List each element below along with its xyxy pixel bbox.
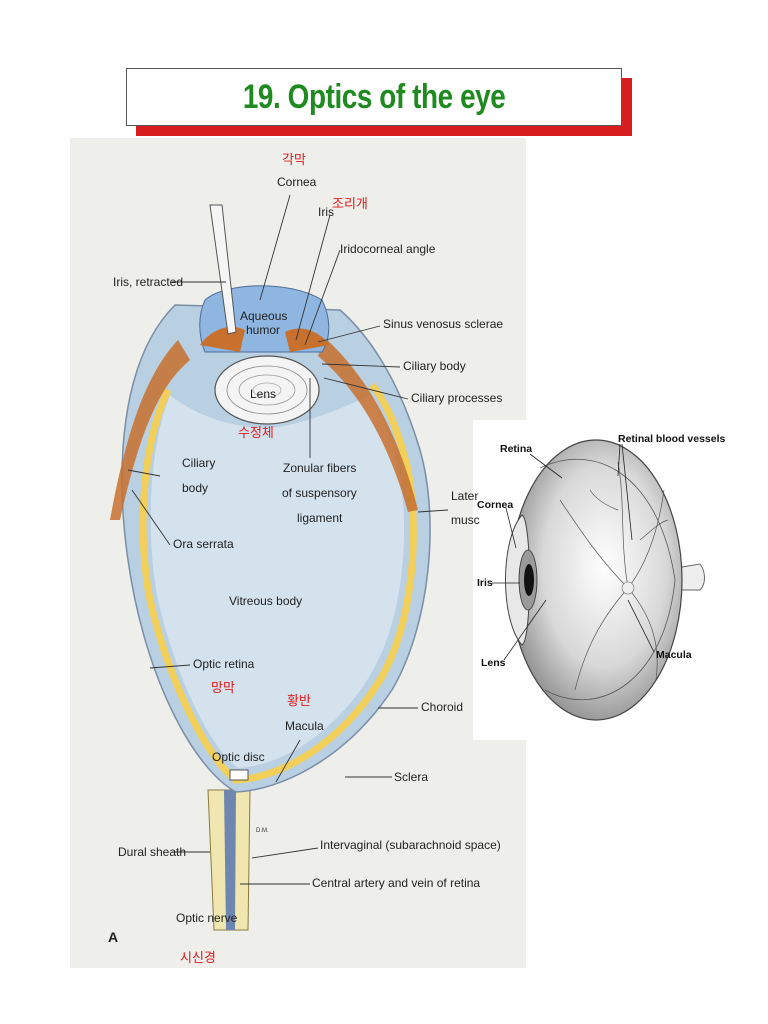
sinus-venosus-label: Sinus venosus sclerae [383,317,503,331]
central-artery-label: Central artery and vein of retina [312,876,480,890]
cornea-shape [505,514,530,646]
iris-shape [200,326,245,352]
optic-retina-label: Optic retina [193,657,255,671]
macula-korean-label: 황반 [287,693,311,708]
ciliary-processes-label: Ciliary processes [411,391,502,405]
iris-retracted-label: Iris, retracted [113,275,183,289]
iridocorneal-angle-label: Iridocorneal angle [340,242,436,256]
page-title: 19. Optics of the eye [242,77,506,116]
ciliary-body-left-label-line2: body [182,481,208,495]
aqueous-humor-label-line1: Aqueous [240,309,287,323]
zonular-fibers-label-line1: Zonular fibers [283,461,356,475]
lens-3d-label: Lens [481,657,506,669]
cornea-korean-label: 각막 [282,152,306,167]
ciliary-body-left-label-line1: Ciliary [182,456,215,470]
iris-label: Iris [318,205,334,219]
cornea-label: Cornea [277,175,317,189]
choroid-label: Choroid [421,700,463,714]
optic-nerve-korean-label: 시신경 [180,950,216,965]
zonular-fibers-label-line3: ligament [297,511,343,525]
lateral-muscle-label-line1: Later [451,489,478,503]
optic-disc-spot [621,581,635,595]
ciliary-muscle-left [110,340,190,520]
retinal-vessels [559,461,669,691]
optic-disc-label: Optic disc [212,750,265,764]
panel-letter: A [108,929,118,945]
iris-retractor-instrument [209,204,237,335]
choroid-shape [139,382,417,784]
aqueous-humor-label-line2: humor [246,323,280,337]
iris-3d-label: Iris [477,577,493,589]
cornea-3d-label: Cornea [477,499,513,511]
dural-sheath-label: Dural sheath [118,845,186,859]
lens-korean-label: 수정체 [238,425,274,440]
ora-serrata-label: Ora serrata [173,537,234,551]
retinal-blood-vessels-label: Retinal blood vessels [618,433,726,445]
vitreous-body-shape [150,395,405,768]
lateral-muscle-label-line2: musc [451,513,480,527]
retina-label: Retina [500,443,532,455]
macula-3d-label: Macula [656,649,692,661]
ciliary-muscle-right [318,338,418,512]
macula-label: Macula [285,719,324,733]
ciliary-body-right-label: Ciliary body [403,359,466,373]
pupil-3d-shape [524,564,534,596]
zonular-fibers-label-line2: of suspensory [282,486,357,500]
lens-shape [214,355,320,425]
optic-nerve-label: Optic nerve [176,911,238,925]
iris-korean-label: 조리개 [332,196,368,211]
intervaginal-label: Intervaginal (subarachnoid space) [320,838,501,852]
title-box: 19. Optics of the eye [126,68,622,126]
sclera-label: Sclera [394,770,428,784]
optic-nerve-stub [675,563,705,591]
retina-korean-label: 망막 [211,680,235,695]
optic-disc-marker [229,769,249,781]
vitreous-body-label: Vitreous body [229,594,302,608]
lens-label: Lens [250,387,276,401]
artist-signature: D.M. [256,828,269,834]
